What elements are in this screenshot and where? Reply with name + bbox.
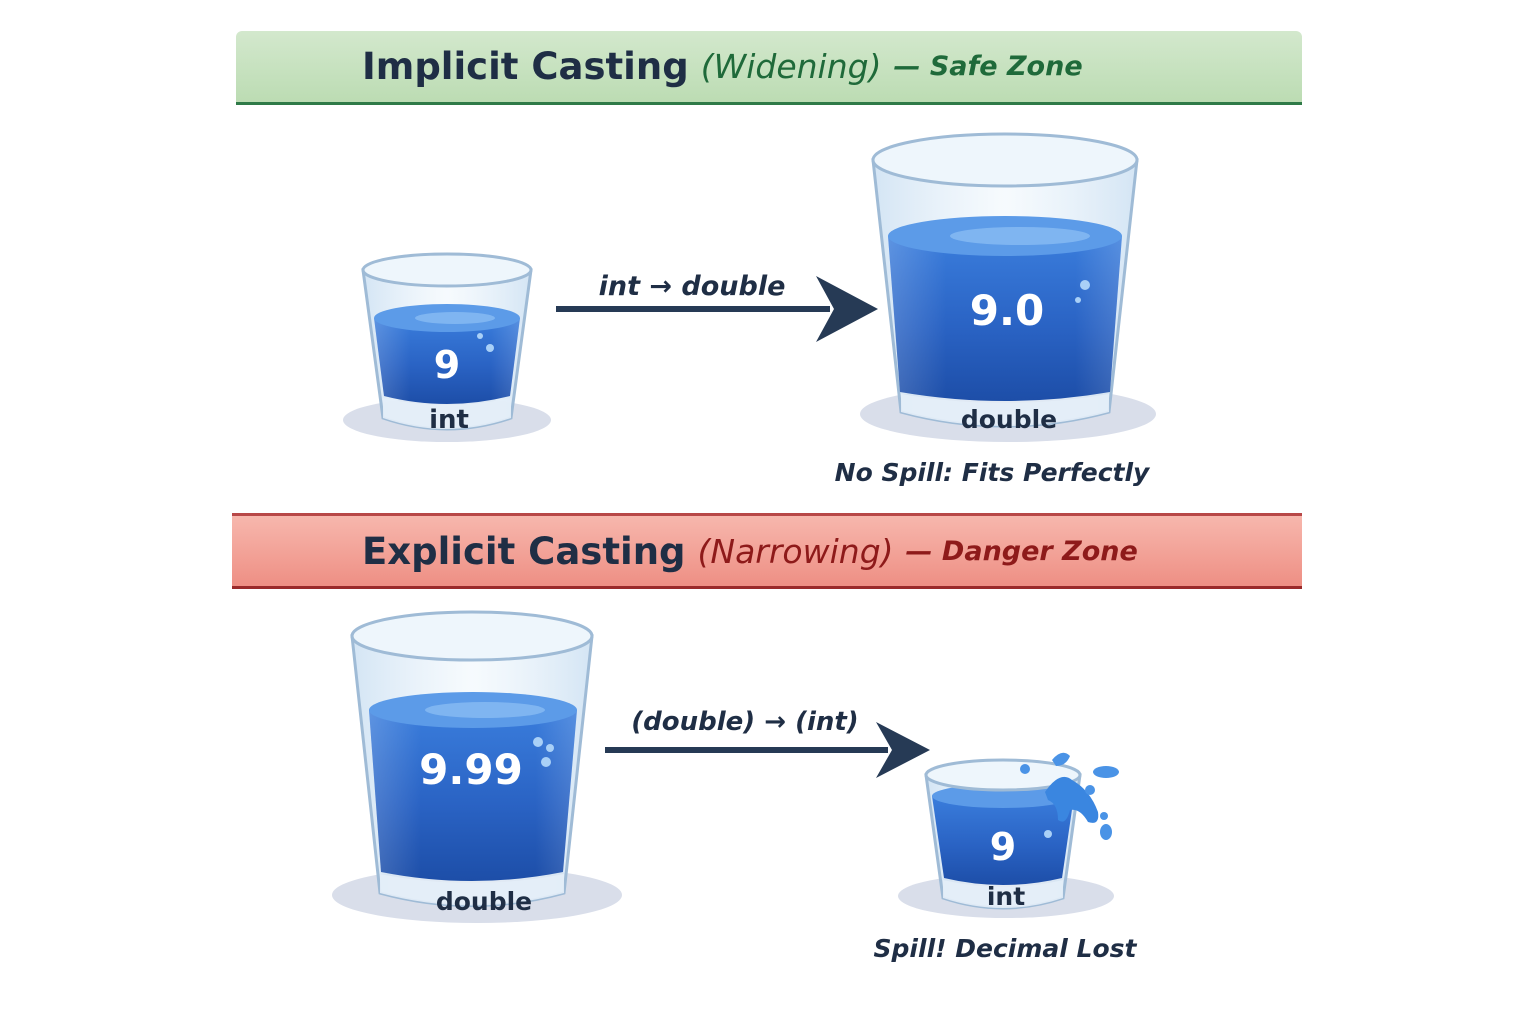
- widening-arrow: int → double: [556, 271, 878, 342]
- int-target-water-surface: [932, 784, 1074, 808]
- water-splash-drop: [1052, 752, 1070, 766]
- narrowing-arrow-label: (double) → (int): [631, 707, 858, 737]
- explicit-casting-banner: Explicit Casting (Narrowing) — Danger Zo…: [232, 513, 1302, 589]
- int-glass-rim: [361, 252, 533, 288]
- widening-arrow-label: int → double: [599, 271, 786, 302]
- water-splash-drop: [1020, 764, 1030, 774]
- double-glass-target: 9.0 double: [860, 132, 1156, 442]
- int-source-value: 9: [434, 343, 460, 387]
- implicit-casting-banner: Implicit Casting (Widening) — Safe Zone: [236, 31, 1302, 105]
- explicit-narrowing-label: (Narrowing): [697, 531, 894, 571]
- double-target-value: 9.0: [970, 286, 1044, 335]
- spill-caption: Spill! Decimal Lost: [873, 934, 1137, 963]
- bubble: [1075, 297, 1081, 303]
- bubble: [546, 744, 554, 752]
- bubble: [486, 344, 494, 352]
- widening-arrow-head: [816, 276, 878, 342]
- safe-zone-label: — Safe Zone: [893, 51, 1083, 82]
- int-target-value: 9: [990, 825, 1016, 869]
- int-glass-target: 9 int: [898, 752, 1119, 918]
- implicit-widening-label: (Widening): [700, 47, 882, 86]
- water-splash-drop: [1085, 785, 1095, 795]
- int-glass-source: 9 int: [343, 252, 551, 442]
- narrowing-arrow: (double) → (int): [605, 707, 930, 778]
- implicit-title: Implicit Casting: [362, 45, 689, 88]
- double-source-type-label: double: [436, 887, 532, 916]
- bubble: [1044, 830, 1052, 838]
- bubble: [477, 333, 483, 339]
- int-target-glass-water: [932, 796, 1074, 885]
- double-glass-rim: [871, 132, 1139, 188]
- narrowing-arrow-head: [876, 722, 930, 778]
- water-splash-drop: [1093, 766, 1119, 778]
- water-spill: [1045, 776, 1099, 823]
- int-source-type-label: int: [429, 405, 469, 435]
- double-target-type-label: double: [961, 405, 1057, 434]
- int-target-glass-rim: [924, 758, 1082, 792]
- double-source-value: 9.99: [419, 745, 523, 794]
- bubble: [1080, 280, 1090, 290]
- danger-zone-label: — Danger Zone: [905, 535, 1138, 567]
- water-splash-drop: [1100, 824, 1112, 840]
- bubble: [541, 757, 551, 767]
- double-source-glass-rim: [350, 610, 594, 662]
- explicit-title: Explicit Casting: [362, 529, 686, 573]
- water-splash-drop: [1100, 812, 1108, 820]
- double-glass-source: 9.99 double: [332, 610, 622, 923]
- int-target-type-label: int: [987, 882, 1025, 911]
- bubble: [533, 737, 543, 747]
- no-spill-caption: No Spill: Fits Perfectly: [834, 458, 1150, 487]
